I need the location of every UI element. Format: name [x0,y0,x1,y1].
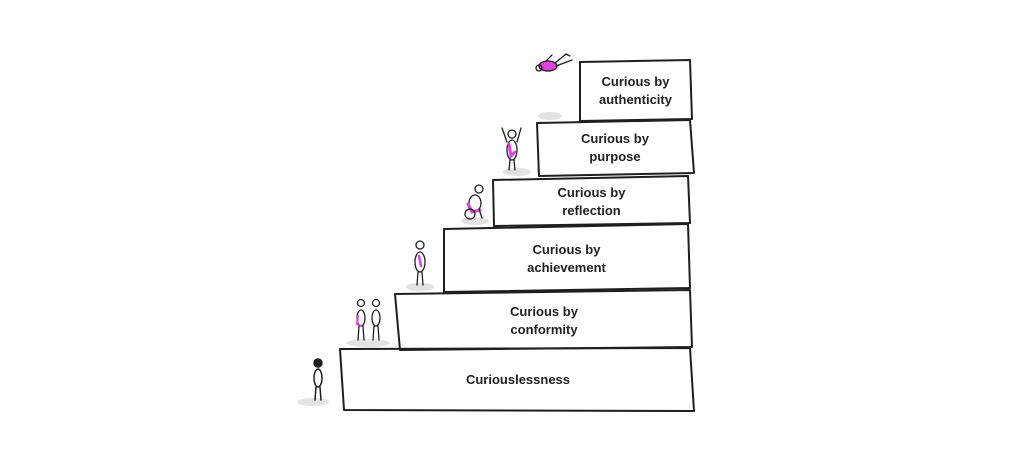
shadow-5 [538,112,562,120]
step-box-1 [394,289,693,351]
step-label-3: Curious by reflection [557,184,626,218]
stick-figure-cheering-icon [501,127,522,171]
shadow-0 [297,398,329,406]
stick-figure-sitting-icon [464,184,484,220]
step-label-0: Curiouslessness [465,372,571,387]
step-box-3 [492,175,691,227]
stick-figure-proud-icon [414,240,426,286]
stick-figures-pair-icon [355,298,381,341]
shadow-4 [503,168,531,176]
stick-figure-flying-icon [535,53,573,72]
shadow-2 [406,283,434,291]
step-label-5: Curious by authenticity [599,73,672,107]
shadow-3 [461,217,489,225]
stick-figure-standing-icon [313,358,323,401]
shadow-1 [346,339,390,347]
step-label-4: Curious by purpose [581,131,649,164]
step-box-2 [443,223,691,293]
step-box-4 [536,119,695,177]
step-label-2: Curious by achievement [527,241,606,275]
step-box-5 [579,59,693,122]
step-label-1: Curious by conformity [510,303,578,337]
